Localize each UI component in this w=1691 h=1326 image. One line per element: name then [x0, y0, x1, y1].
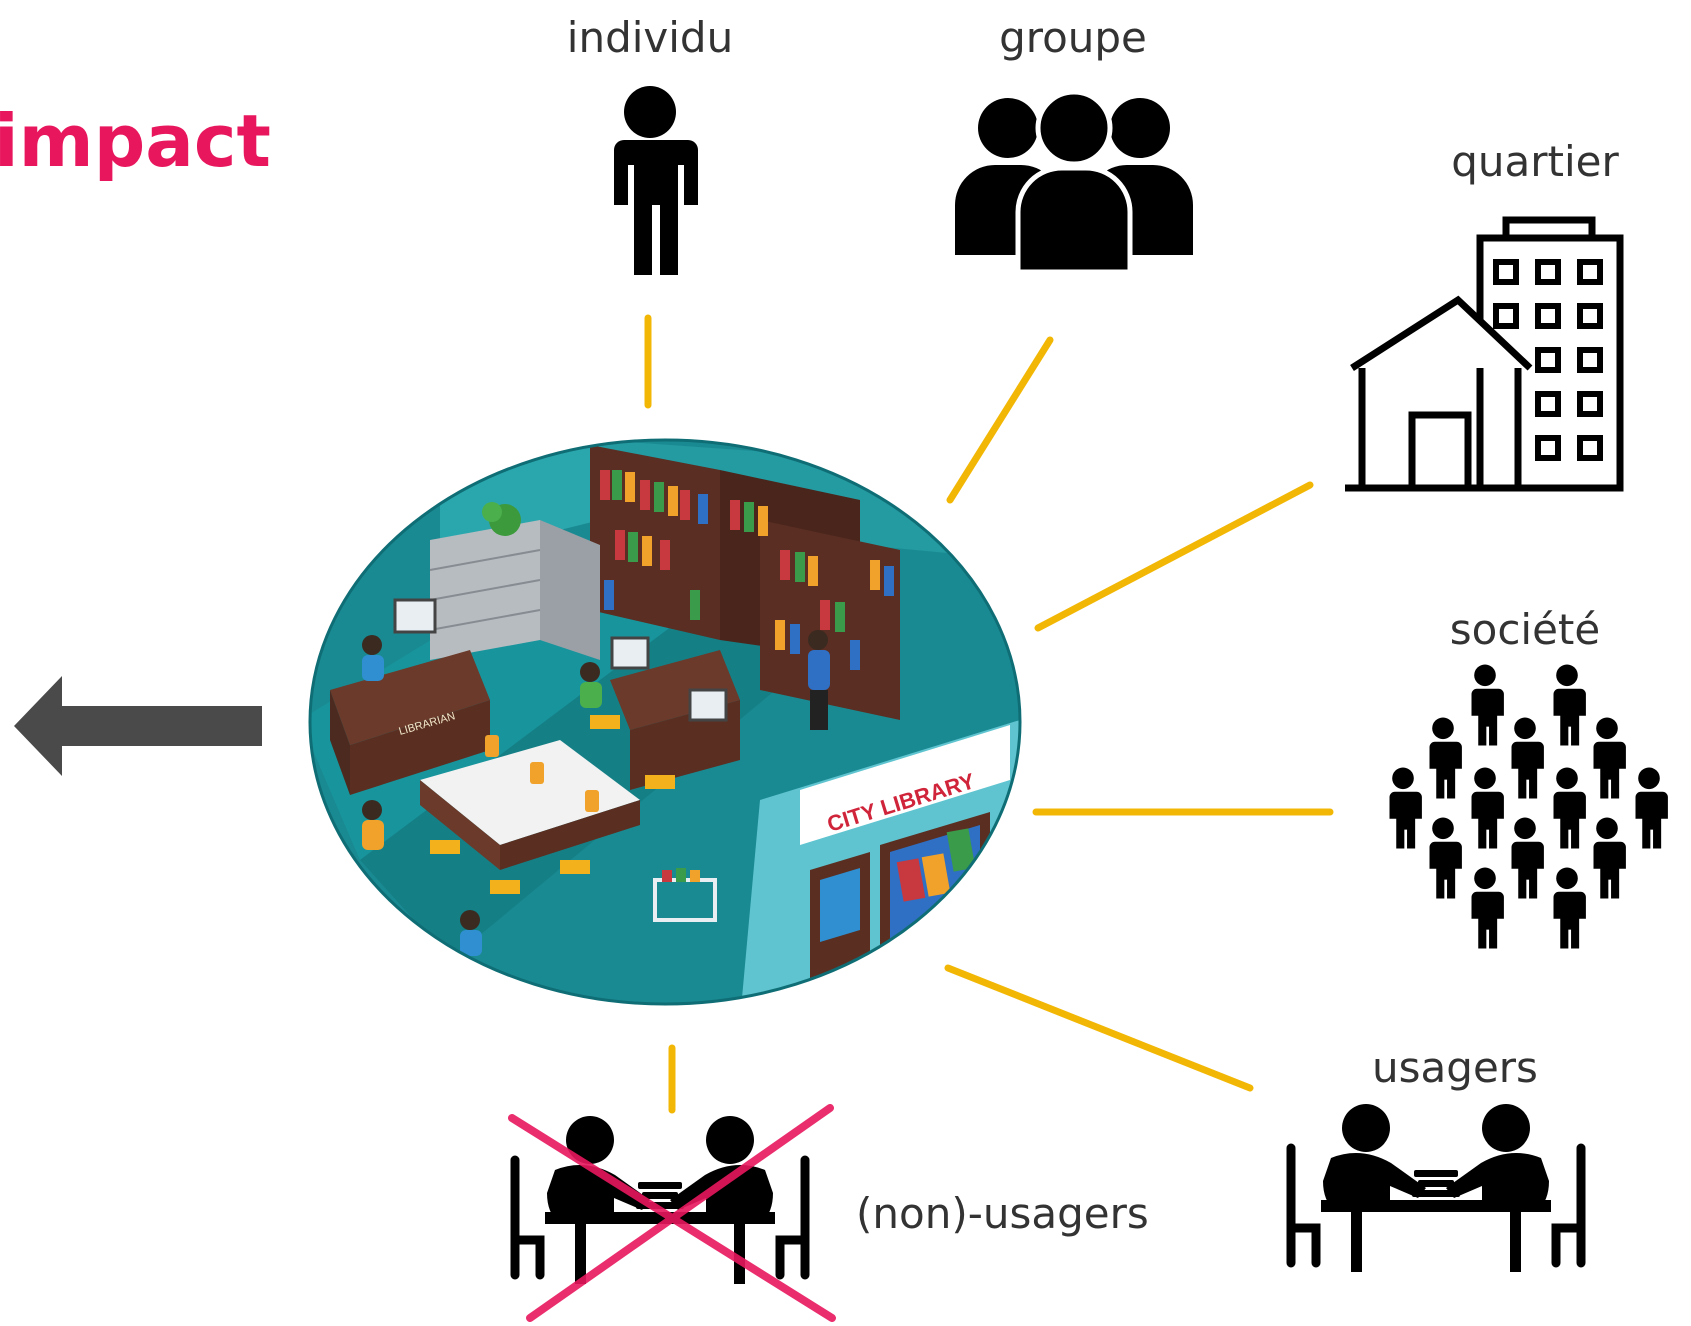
neighborhood-building-icon	[1345, 216, 1624, 492]
label-quartier: quartier	[1451, 137, 1619, 186]
label-non-usagers: (non)-usagers	[856, 1189, 1149, 1238]
label-individu: individu	[567, 13, 733, 62]
label-societe: société	[1450, 605, 1601, 654]
node-groupe: groupe	[955, 13, 1193, 275]
arrow-to-groupe	[946, 336, 1054, 504]
group-icon	[955, 89, 1193, 275]
impact-arrows	[644, 314, 1334, 1114]
person-icon	[612, 86, 698, 275]
city-library-illustration: LIBRARIAN	[308, 438, 1022, 1006]
arrow-to-quartier	[1034, 481, 1314, 632]
node-societe: société	[1389, 605, 1668, 949]
cross-mark	[508, 1104, 836, 1322]
arrow-to-usagers	[944, 964, 1254, 1092]
page-title: impact	[0, 99, 271, 183]
label-groupe: groupe	[999, 13, 1147, 62]
node-quartier: quartier	[1345, 137, 1624, 492]
node-non-usagers: (non)-usagers	[508, 1104, 1149, 1322]
left-arrow-icon[interactable]	[14, 676, 262, 776]
people-reading-at-table-crossed-icon	[508, 1104, 836, 1322]
node-usagers: usagers	[1291, 1043, 1581, 1272]
node-individu: individu	[567, 13, 733, 275]
label-usagers: usagers	[1372, 1043, 1538, 1092]
crowd-icon	[1389, 664, 1668, 949]
people-reading-at-table-icon	[1291, 1104, 1581, 1272]
